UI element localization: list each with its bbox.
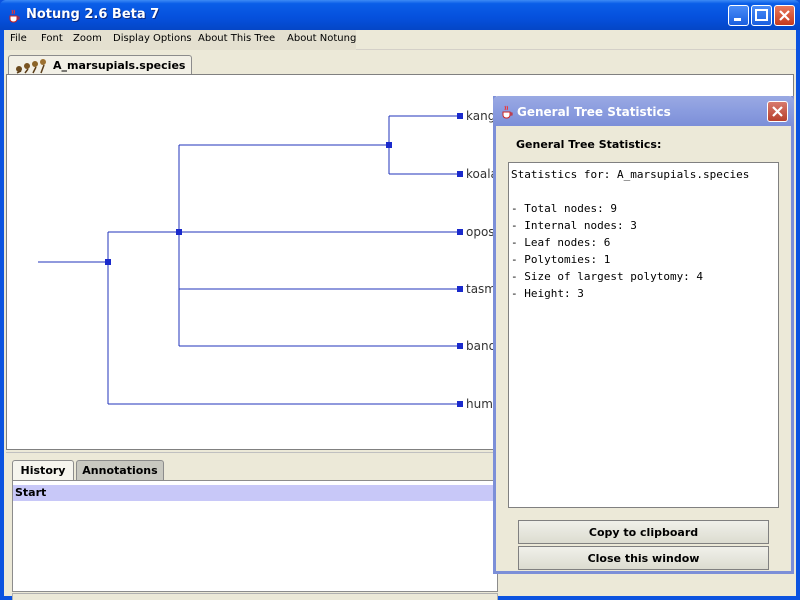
leaf-label[interactable]: kang [466,109,495,123]
close-button[interactable] [774,5,795,26]
document-tab-label: A_marsupials.species [53,59,186,72]
minimize-icon [734,18,741,21]
copy-to-clipboard-button[interactable]: Copy to clipboard [518,520,769,544]
history-list[interactable]: Start [12,480,498,592]
menubar: File Font Zoom Display Options About Thi… [4,30,796,50]
leaf-node[interactable] [457,113,463,119]
document-tab[interactable]: A_marsupials.species [8,55,192,75]
horizontal-scrollbar[interactable] [12,593,498,600]
history-item[interactable]: Start [13,485,497,501]
menu-display-options[interactable]: Display Options [113,33,192,44]
close-icon [779,10,790,21]
species-tree[interactable]: kang koala opos tasm band huma [7,75,793,449]
leaf-node[interactable] [457,343,463,349]
minimize-button[interactable] [728,5,749,26]
java-cup-icon [502,105,513,119]
dialog-heading: General Tree Statistics: [516,138,662,151]
tree-node[interactable] [105,259,111,265]
tree-node[interactable] [176,229,182,235]
leaf-node[interactable] [457,171,463,177]
window-title: Notung 2.6 Beta 7 [26,7,160,22]
java-cup-icon [9,9,20,23]
leaf-label[interactable]: huma [466,397,500,411]
tab-history[interactable]: History [12,460,74,480]
dialog-close-button[interactable] [767,101,788,122]
leaf-node[interactable] [457,401,463,407]
menu-file[interactable]: File [10,33,27,44]
leaf-label[interactable]: band [466,339,496,353]
leaf-label[interactable]: koala [466,167,498,181]
menu-font[interactable]: Font [41,33,63,44]
close-icon [772,106,783,117]
leaf-node[interactable] [457,286,463,292]
tab-annotations[interactable]: Annotations [76,460,164,480]
statistics-dialog: General Tree Statistics General Tree Sta… [493,96,794,574]
menu-about-notung[interactable]: About Notung [287,33,357,44]
leaf-node[interactable] [457,229,463,235]
tree-node[interactable] [386,142,392,148]
dialog-title: General Tree Statistics [517,105,671,119]
leaf-label[interactable]: opos [466,225,495,239]
menu-about-this-tree[interactable]: About This Tree [198,33,276,44]
maximize-icon [755,9,768,21]
close-window-button[interactable]: Close this window [518,546,769,570]
maximize-button[interactable] [751,5,772,26]
main-titlebar[interactable]: Notung 2.6 Beta 7 [0,0,800,30]
menu-zoom[interactable]: Zoom [73,33,102,44]
leaf-label[interactable]: tasm [466,282,496,296]
dialog-titlebar[interactable]: General Tree Statistics [493,96,794,126]
evolution-icon [16,59,46,74]
menubar-background [4,30,356,50]
statistics-text-area[interactable]: Statistics for: A_marsupials.species - T… [508,162,779,508]
